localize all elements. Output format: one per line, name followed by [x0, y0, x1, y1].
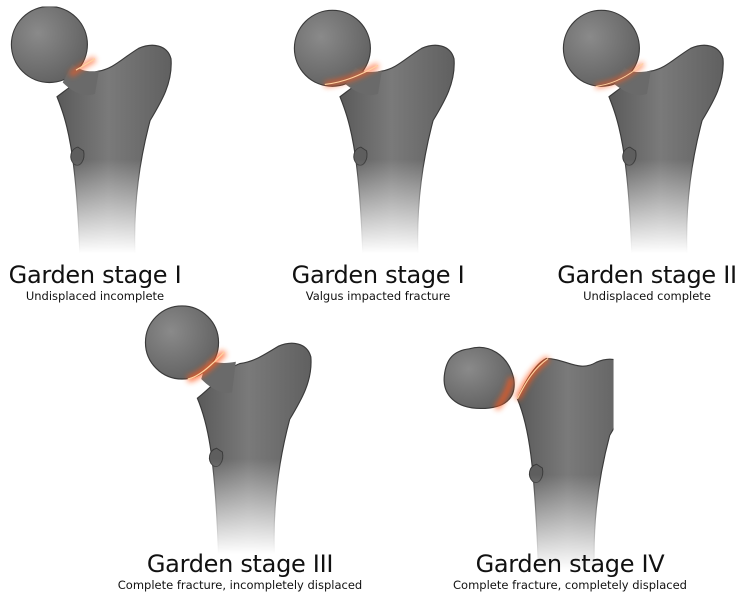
- femur-shaft: [196, 342, 312, 554]
- lesser-trochanter: [528, 463, 544, 483]
- femur-shaft: [516, 357, 630, 570]
- stage-title: Garden stage I: [8, 261, 182, 289]
- femur-shaft: [608, 44, 724, 255]
- femur-illustration: [293, 9, 455, 255]
- femoral-head: [10, 5, 88, 84]
- fracture-line: [186, 349, 227, 383]
- fracture-line: [324, 62, 380, 88]
- femur-illustration: [10, 5, 172, 255]
- stage-subtitle: Valgus impacted fracture: [305, 289, 451, 303]
- stage-panel-5: Garden stage IV Complete fracture, compl…: [430, 300, 710, 598]
- lesser-trochanter: [622, 146, 637, 166]
- femur-shaft: [56, 44, 172, 255]
- stage-title: Garden stage II: [557, 261, 737, 289]
- stage-title: Garden stage IV: [475, 550, 665, 578]
- lesser-trochanter: [353, 146, 368, 166]
- stage-subtitle: Complete fracture, completely displaced: [453, 578, 687, 592]
- stage-title: Garden stage I: [291, 261, 465, 289]
- stage-subtitle: Complete fracture, incompletely displace…: [117, 578, 363, 592]
- fracture-line: [68, 56, 97, 78]
- lesser-trochanter: [208, 447, 224, 467]
- femur-illustration: [144, 305, 312, 554]
- femoral-neck: [614, 67, 651, 96]
- femoral-head: [443, 346, 515, 410]
- femur-shaft: [339, 44, 455, 255]
- stage-panel-2: Garden stage I Valgus impacted fracture: [283, 0, 473, 310]
- femur-illustration: [443, 346, 630, 570]
- lesser-trochanter: [70, 146, 85, 166]
- stage-panel-4: Garden stage III Complete fracture, inco…: [100, 300, 380, 598]
- femur-illustration: [562, 9, 724, 255]
- stage-subtitle: Undisplaced complete: [583, 289, 711, 303]
- fracture-line: [493, 356, 550, 411]
- stage-subtitle: Undisplaced incomplete: [25, 289, 165, 303]
- stage-title: Garden stage III: [146, 550, 334, 578]
- stage-panel-3: Garden stage II Undisplaced complete: [552, 0, 742, 310]
- fracture-line: [595, 61, 645, 89]
- femoral-head: [293, 9, 371, 87]
- femoral-head: [144, 305, 220, 380]
- stage-panel-1: Garden stage I Undisplaced incomplete: [0, 0, 190, 310]
